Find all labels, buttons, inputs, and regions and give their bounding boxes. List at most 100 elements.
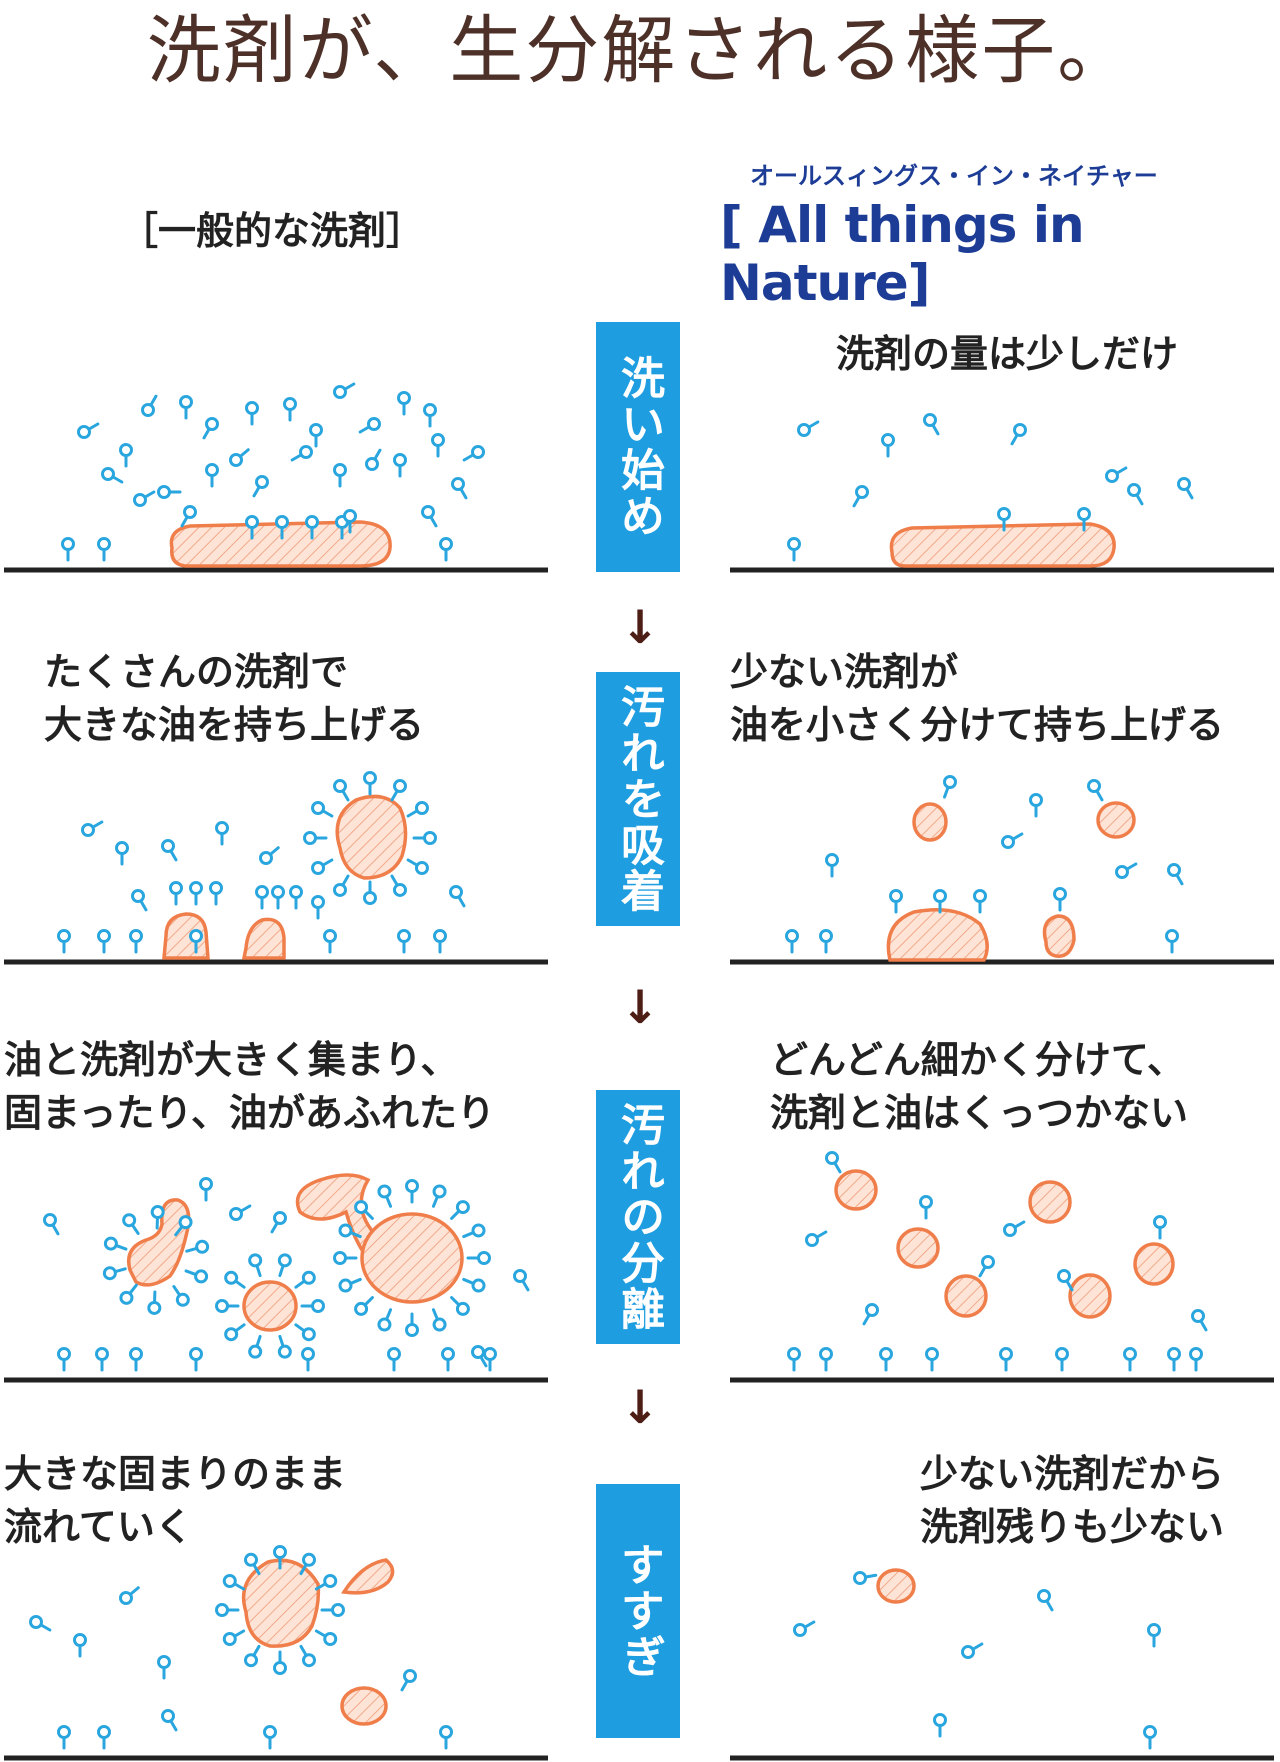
detergent-molecule-attached bbox=[354, 1296, 374, 1316]
detergent-molecule-standing bbox=[999, 1347, 1013, 1372]
detergent-molecule-standing bbox=[169, 881, 183, 906]
detergent-molecule-standing bbox=[189, 929, 203, 954]
detergent-molecule bbox=[43, 1213, 60, 1236]
step-2-label: 汚れを吸着 bbox=[613, 684, 664, 914]
detergent-molecule-attached bbox=[354, 1200, 374, 1220]
oil-droplet-right-2c bbox=[912, 802, 948, 842]
detergent-molecule bbox=[1087, 779, 1104, 802]
detergent-molecule-attached bbox=[185, 1239, 210, 1254]
detergent-molecule-attached bbox=[119, 1283, 138, 1305]
detergent-molecule-attached bbox=[466, 1251, 491, 1265]
detergent-molecule-standing bbox=[785, 929, 799, 954]
detergent-molecule bbox=[978, 1255, 995, 1278]
detergent-molecule bbox=[270, 1211, 287, 1234]
detergent-molecule bbox=[119, 1586, 140, 1605]
detergent-molecule bbox=[131, 889, 148, 912]
detergent-molecule-attached bbox=[277, 1253, 292, 1278]
detergent-molecule-attached bbox=[102, 1266, 127, 1281]
detergent-molecule bbox=[252, 475, 269, 498]
oil-cluster-left-3c bbox=[242, 1280, 298, 1332]
detergent-molecule-attached bbox=[363, 771, 377, 796]
detergent-molecule bbox=[229, 448, 250, 467]
arrow-down-2: ↓ bbox=[620, 980, 660, 1034]
detergent-molecule-attached bbox=[412, 831, 437, 845]
oil-droplet-right-3e bbox=[1068, 1273, 1112, 1319]
detergent-molecule-standing bbox=[433, 929, 447, 954]
detergent-molecule bbox=[1147, 1623, 1161, 1648]
detergent-molecule bbox=[215, 821, 229, 846]
detergent-molecule-attached bbox=[406, 858, 429, 875]
detergent-molecule bbox=[853, 1571, 878, 1585]
oil-droplet-right-2b bbox=[1042, 914, 1076, 958]
oil-stain-right-1 bbox=[889, 522, 1116, 568]
oil-cluster-left-3b bbox=[127, 1198, 191, 1287]
detergent-molecule bbox=[1153, 1215, 1167, 1240]
oil-droplet-right-2d bbox=[1096, 801, 1136, 839]
detergent-molecule-attached bbox=[333, 874, 350, 897]
detergent-molecule-attached bbox=[333, 779, 350, 802]
oil-droplet-right-3c bbox=[1028, 1180, 1072, 1224]
detergent-molecule bbox=[513, 1269, 530, 1292]
detergent-molecule bbox=[115, 841, 129, 866]
detergent-molecule-standing bbox=[1143, 1725, 1157, 1750]
detergent-molecule bbox=[462, 445, 485, 462]
detergent-molecule bbox=[343, 509, 357, 534]
detergent-molecule bbox=[333, 382, 356, 399]
detergent-molecule bbox=[180, 505, 197, 528]
detergent-molecule-standing bbox=[441, 1347, 455, 1372]
detergent-molecule-standing bbox=[787, 537, 801, 562]
detergent-molecule-attached bbox=[299, 1552, 316, 1576]
detergent-molecule bbox=[449, 885, 466, 908]
left-column-heading: ［一般的な洗剤］ bbox=[120, 209, 425, 253]
detergent-molecule bbox=[397, 391, 411, 416]
detergent-molecule bbox=[205, 463, 219, 488]
detergent-molecule-standing bbox=[275, 515, 289, 540]
detergent-molecule-standing bbox=[323, 929, 337, 954]
detergent-molecule bbox=[119, 443, 133, 468]
oil-fragment-left-4 bbox=[341, 1558, 395, 1595]
detergent-molecule bbox=[365, 448, 382, 471]
detergent-molecule-attached bbox=[333, 1251, 358, 1265]
detergent-molecule bbox=[793, 1620, 816, 1637]
detergent-molecule-attached bbox=[150, 1205, 165, 1230]
detergent-molecule bbox=[1053, 887, 1067, 912]
oil-droplet-right-4 bbox=[876, 1568, 916, 1604]
detergent-molecule-attached bbox=[450, 1200, 470, 1220]
detergent-molecule-standing bbox=[245, 515, 259, 540]
detergent-molecule-attached bbox=[431, 1308, 447, 1332]
detergent-molecule-attached bbox=[273, 1545, 287, 1570]
detergent-molecule-standing bbox=[439, 537, 453, 562]
detergent-molecule-standing bbox=[209, 881, 223, 906]
detergent-molecule bbox=[161, 1709, 178, 1732]
detergent-molecule-attached bbox=[299, 1644, 316, 1668]
oil-cluster-left-3-core bbox=[360, 1212, 464, 1304]
oil-droplet-small-left-2b bbox=[241, 917, 286, 960]
oil-droplet-right-3f bbox=[1133, 1242, 1175, 1286]
detergent-molecule bbox=[393, 453, 407, 478]
detergent-molecule bbox=[1057, 1269, 1074, 1292]
step-1-box: 洗い始め bbox=[596, 322, 680, 572]
detergent-molecule-standing bbox=[289, 885, 303, 910]
detergent-molecule-attached bbox=[244, 1644, 261, 1668]
oil-droplet-right-3b bbox=[896, 1227, 940, 1269]
arrow-down-3: ↓ bbox=[620, 1380, 660, 1434]
detergent-molecule-attached bbox=[450, 1296, 470, 1316]
detergent-molecule-standing bbox=[57, 1725, 71, 1750]
detergent-molecule bbox=[199, 1177, 213, 1202]
detergent-molecule-attached bbox=[294, 1270, 316, 1289]
detergent-molecule bbox=[933, 1713, 947, 1738]
detergent-molecule bbox=[431, 433, 445, 458]
step-3-box: 汚れの分離 bbox=[596, 1090, 680, 1344]
detergent-molecule-attached bbox=[174, 1215, 193, 1237]
detergent-molecule-attached bbox=[311, 858, 334, 875]
detergent-molecule bbox=[81, 820, 104, 837]
detergent-molecule-standing bbox=[889, 889, 903, 914]
detergent-molecule bbox=[1105, 466, 1128, 483]
detergent-molecule-attached bbox=[222, 1574, 246, 1591]
detergent-molecule bbox=[1177, 477, 1194, 500]
detergent-molecule-standing bbox=[61, 537, 75, 562]
detergent-molecule bbox=[1029, 793, 1043, 818]
oil-droplet-right-3 bbox=[834, 1169, 878, 1211]
detergent-molecule-attached bbox=[320, 1603, 345, 1617]
detergent-molecule-standing bbox=[97, 929, 111, 954]
